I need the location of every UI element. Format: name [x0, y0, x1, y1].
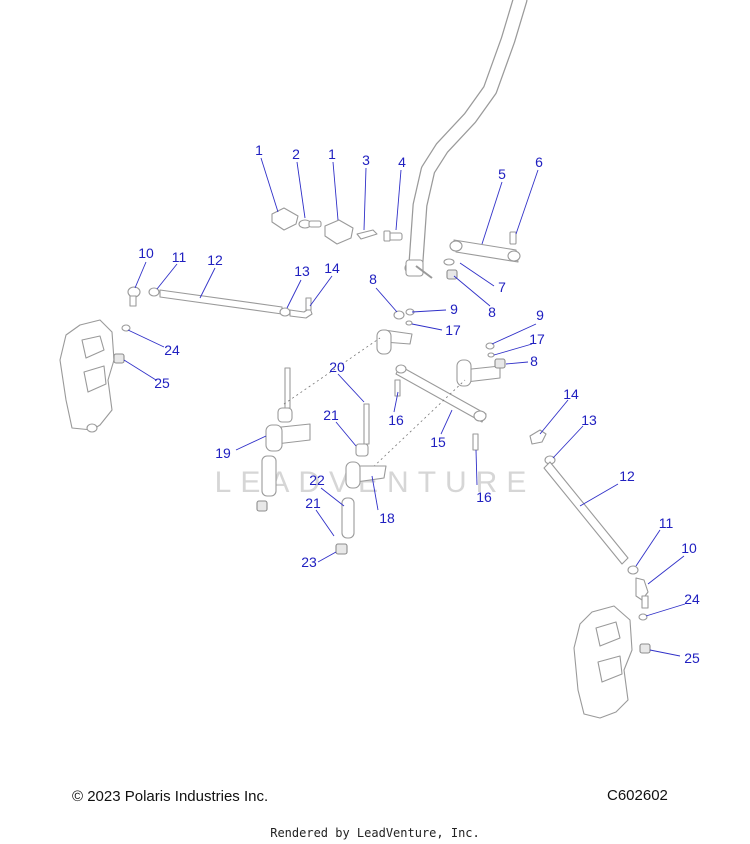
- callout-16-b: 16: [476, 489, 492, 505]
- callout-12-b: 12: [619, 468, 635, 484]
- callout-11-b: 11: [659, 515, 674, 531]
- callout-9-a: 9: [450, 301, 458, 317]
- right-knuckle: [573, 605, 651, 719]
- callout-2: 2: [292, 146, 300, 162]
- callout-21-a: 21: [323, 407, 339, 423]
- callout-23: 23: [301, 554, 317, 570]
- callout-8-b: 8: [488, 304, 496, 320]
- callout-3: 3: [362, 152, 370, 168]
- callout-4: 4: [398, 154, 406, 170]
- callout-17-b: 17: [529, 331, 545, 347]
- callout-16-a: 16: [388, 412, 404, 428]
- rendered-by-credit: Rendered by LeadVenture, Inc.: [270, 826, 480, 840]
- leader-lines: [123, 157, 686, 657]
- callout-10-a: 10: [138, 245, 154, 261]
- callout-24-a: 24: [164, 342, 180, 358]
- callout-1-a: 1: [255, 142, 263, 158]
- callout-14-a: 14: [324, 260, 340, 276]
- left-pivot: [256, 337, 466, 512]
- callout-22: 22: [309, 472, 325, 488]
- callout-labels: 1 2 1 3 4 5 6 7 8 8 8 9 9 10 10 11 11 12…: [138, 142, 700, 666]
- pitman-arm: [443, 231, 521, 280]
- callout-6: 6: [535, 154, 543, 170]
- diagram-code: C602602: [607, 787, 668, 804]
- callout-15: 15: [430, 434, 446, 450]
- right-pivot-arm: [335, 403, 387, 555]
- callout-5: 5: [498, 166, 506, 182]
- callout-7: 7: [498, 279, 506, 295]
- u-joint-parts: [271, 207, 403, 245]
- callout-12-a: 12: [207, 252, 223, 268]
- callout-17-a: 17: [445, 322, 461, 338]
- callout-8-c: 8: [530, 353, 538, 369]
- callout-14-b: 14: [563, 386, 579, 402]
- callout-25-b: 25: [684, 650, 700, 666]
- callout-19: 19: [215, 445, 231, 461]
- right-tie-rod: [529, 429, 649, 609]
- idler-pivot: [376, 308, 506, 387]
- callout-20: 20: [329, 359, 345, 375]
- steering-column: [404, 0, 528, 279]
- callout-18: 18: [379, 510, 395, 526]
- callout-24-b: 24: [684, 591, 700, 607]
- callout-13-a: 13: [294, 263, 310, 279]
- left-tie-rod: [127, 286, 313, 319]
- center-link: [394, 364, 487, 451]
- callout-13-b: 13: [581, 412, 597, 428]
- callout-11-a: 11: [172, 249, 187, 265]
- callout-21-b: 21: [305, 495, 321, 511]
- callout-9-b: 9: [536, 307, 544, 323]
- left-knuckle: [59, 319, 131, 433]
- copyright-text: © 2023 Polaris Industries Inc.: [72, 788, 269, 805]
- callout-10-b: 10: [681, 540, 697, 556]
- callout-25-a: 25: [154, 375, 170, 391]
- callout-8-a: 8: [369, 271, 377, 287]
- callout-1-b: 1: [328, 146, 336, 162]
